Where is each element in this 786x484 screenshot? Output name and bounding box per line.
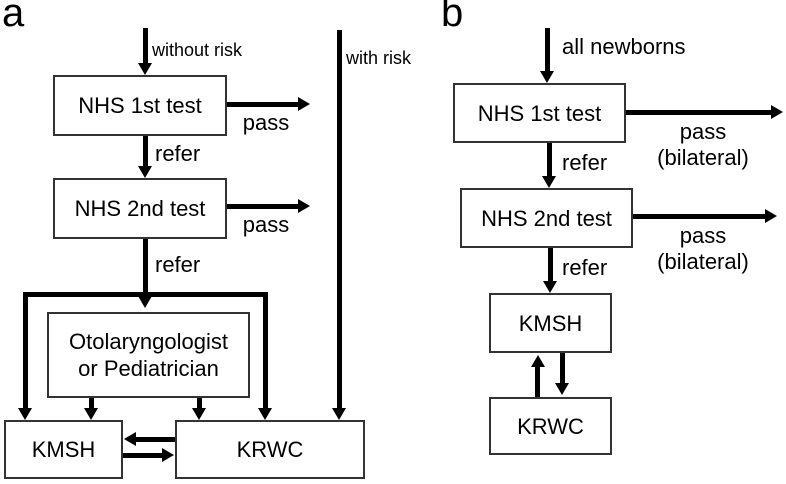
refer-arrow-b2-shaft xyxy=(548,248,553,281)
refer-label-b2: refer xyxy=(562,255,608,280)
refer-arrow-b1-shaft xyxy=(547,143,552,176)
with-risk-line-shaft xyxy=(337,30,342,408)
krwc-to-kmsh-arrow-shaft-a xyxy=(136,437,175,442)
branch-right-line-shaft xyxy=(263,292,268,408)
kmsh-label-a: KMSH xyxy=(31,437,96,462)
nhs-2nd-test-box-a: NHS 2nd test xyxy=(53,178,227,239)
nhs-1st-test-box-b: NHS 1st test xyxy=(453,83,626,143)
krwc-to-kmsh-arrowhead-a xyxy=(124,432,136,446)
specialist-to-krwc-arrowhead xyxy=(192,408,206,420)
krwc-to-kmsh-arrowhead-b xyxy=(531,355,545,367)
nhs-1st-test-label-b: NHS 1st test xyxy=(477,100,602,126)
pass-bilateral-label-b1: pass (bilateral) xyxy=(643,119,763,171)
kmsh-to-krwc-arrowhead-b xyxy=(555,383,569,395)
krwc-to-kmsh-arrow-shaft-b xyxy=(535,367,540,397)
refer-arrow-b2-arrowhead xyxy=(543,281,557,293)
refer-arrow-a1-shaft xyxy=(143,136,148,166)
pass-arrow-a1-arrowhead xyxy=(298,97,310,111)
with-risk-line-arrowhead xyxy=(332,408,346,420)
all-newborns-label: all newborns xyxy=(562,34,686,59)
refer-label-a1: refer xyxy=(155,141,201,166)
entry-arrow-a-arrowhead xyxy=(138,63,152,75)
pass-label-a1: pass xyxy=(242,110,290,135)
krwc-label-b: KRWC xyxy=(517,413,584,439)
branch-right-arrowhead xyxy=(258,408,272,420)
kmsh-label-b: KMSH xyxy=(518,310,583,336)
pass-bilateral-label-b1-line1: pass xyxy=(679,119,727,144)
pass-bilateral-label-b2-line2: (bilateral) xyxy=(657,249,749,274)
entry-arrow-a-shaft xyxy=(143,28,148,63)
nhs-2nd-test-label-a: NHS 2nd test xyxy=(74,196,206,221)
branch-left-arrowhead xyxy=(18,408,32,420)
nhs-1st-test-label-a: NHS 1st test xyxy=(78,93,202,118)
specialist-label-line2: or Pediatrician xyxy=(78,356,219,381)
specialist-to-kmsh-arrowhead xyxy=(84,408,98,420)
panel-a-label: a xyxy=(2,0,25,35)
specialist-to-kmsh-arrow-shaft xyxy=(89,398,94,408)
pass-bilateral-label-b2: pass (bilateral) xyxy=(643,223,763,275)
refer-arrow-b1-arrowhead xyxy=(542,176,556,188)
kmsh-to-krwc-arrow-shaft-a xyxy=(123,453,162,458)
pass-arrow-b2-shaft xyxy=(633,214,765,219)
krwc-box-b: KRWC xyxy=(489,397,612,455)
refer-label-a2: refer xyxy=(155,252,201,277)
panel-b-label: b xyxy=(441,0,464,35)
nhs-2nd-test-box-b: NHS 2nd test xyxy=(460,188,633,248)
pass-arrow-a2-arrowhead xyxy=(298,199,310,213)
entry-arrow-b-arrowhead xyxy=(540,71,554,83)
without-risk-label: without risk xyxy=(152,40,243,60)
specialist-to-krwc-arrow-shaft xyxy=(197,398,202,408)
kmsh-box-b: KMSH xyxy=(489,293,612,353)
pass-arrow-a1-shaft xyxy=(227,102,298,107)
pass-bilateral-label-b1-line2: (bilateral) xyxy=(657,145,749,170)
refer-arrow-a1-arrowhead xyxy=(138,166,152,178)
pass-label-a2: pass xyxy=(242,212,290,237)
entry-arrow-b-shaft xyxy=(545,28,550,71)
nhs-2nd-test-label-b: NHS 2nd test xyxy=(481,205,612,231)
pass-bilateral-label-b2-line1: pass xyxy=(679,223,727,248)
specialist-label-line1: Otolaryngologist xyxy=(69,329,228,354)
pass-arrow-b1-arrowhead xyxy=(771,105,783,119)
specialist-box: Otolaryngologist or Pediatrician xyxy=(47,312,250,398)
branch-left-line-shaft xyxy=(23,292,28,408)
krwc-label-a: KRWC xyxy=(236,437,304,462)
junction-line xyxy=(23,292,268,297)
pass-arrow-b1-shaft xyxy=(626,110,771,115)
refer-arrow-a2-arrowhead xyxy=(138,296,152,308)
kmsh-to-krwc-arrow-shaft-b xyxy=(560,353,565,383)
pass-arrow-b2-arrowhead xyxy=(765,209,777,223)
refer-arrow-a2-shaft xyxy=(143,239,148,296)
kmsh-to-krwc-arrowhead-a xyxy=(162,448,174,462)
krwc-box-a: KRWC xyxy=(175,420,365,479)
nhs-1st-test-box-a: NHS 1st test xyxy=(53,75,227,136)
with-risk-label: with risk xyxy=(346,48,412,68)
refer-label-b1: refer xyxy=(562,150,608,175)
pass-arrow-a2-shaft xyxy=(227,204,298,209)
kmsh-box-a: KMSH xyxy=(4,420,123,479)
